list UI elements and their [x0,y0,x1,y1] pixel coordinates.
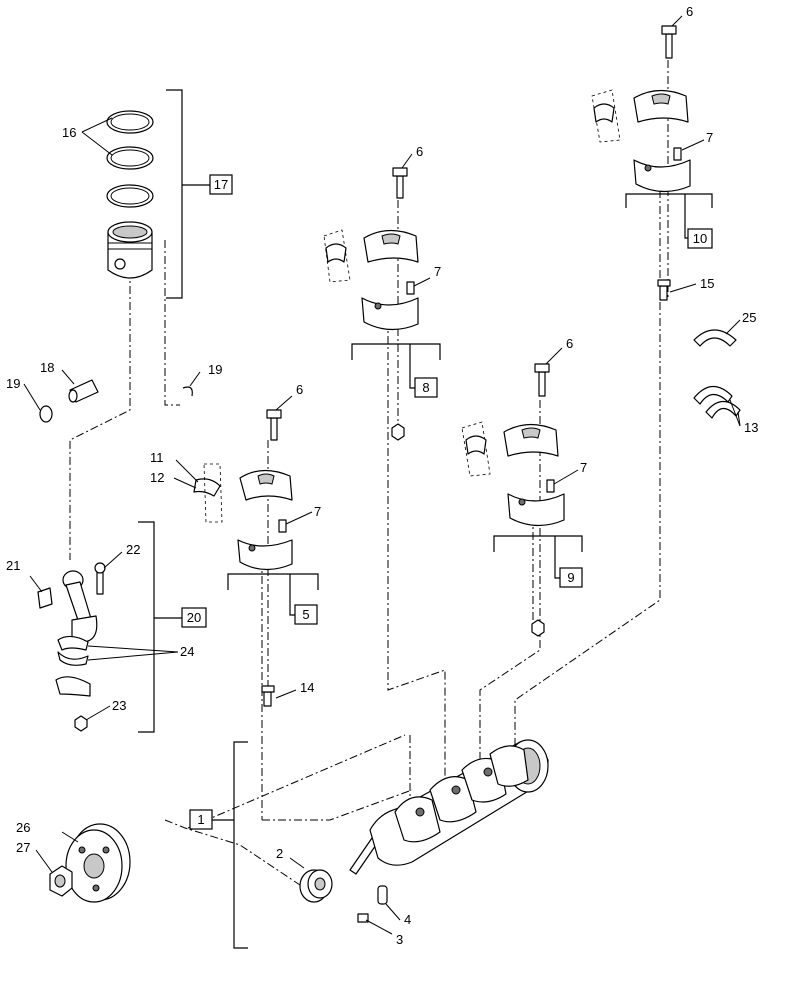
callout-15: 15 [700,276,714,291]
callout-6-d: 6 [566,336,573,351]
svg-text:9: 9 [567,570,574,585]
callout-26: 26 [16,820,30,835]
kit-callout-20: 20 [181,607,207,628]
part-number-callouts: 16 18 19 19 6 6 6 6 7 7 7 7 11 12 25 13 … [6,4,758,947]
callout-25: 25 [742,310,756,325]
kit-callout-8: 8 [414,377,438,398]
pin-retaining-clips [39,386,193,423]
callout-7-a: 7 [314,504,321,519]
connecting-rod [37,562,106,732]
callout-22: 22 [126,542,140,557]
callout-6-c: 6 [686,4,693,19]
dowel-pins [357,885,388,923]
piston-rings [106,110,154,208]
kit-callout-10: 10 [687,228,713,249]
callout-7-c: 7 [580,460,587,475]
crankshaft-gear [299,869,333,903]
kit-callout-9: 9 [559,567,583,588]
callout-24: 24 [180,644,194,659]
piston-pin [68,379,99,403]
callout-21: 21 [6,558,20,573]
piston [107,221,153,279]
callout-14: 14 [300,680,314,695]
callout-19-right: 19 [208,362,222,377]
callout-4: 4 [404,912,411,927]
crankshaft-pulley [65,823,131,903]
callout-7-b: 7 [434,264,441,279]
callout-12: 12 [150,470,164,485]
kit-callout-5: 5 [294,604,318,625]
svg-text:5: 5 [302,607,309,622]
svg-text:20: 20 [187,610,201,625]
leader-lines [23,15,741,935]
main-bearing-set-8 [323,167,419,441]
kit-callout-17: 17 [209,174,233,195]
crankshaft [349,739,549,875]
callout-7-d: 7 [706,130,713,145]
callout-13: 13 [744,420,758,435]
main-bearing-set-5 [193,409,293,707]
main-bearing-set-9 [461,363,565,637]
svg-text:17: 17 [214,177,228,192]
thrust-washers [693,329,741,419]
callout-6-b: 6 [416,144,423,159]
callout-6-a: 6 [296,382,303,397]
callout-19-left: 19 [6,376,20,391]
callout-11: 11 [150,450,164,465]
callout-27: 27 [16,840,30,855]
callout-3: 3 [396,932,403,947]
callout-18: 18 [40,360,54,375]
kit-brackets [138,89,713,949]
pulley-nut [49,865,73,897]
kit-callout-1: 1 [189,809,213,830]
callout-2: 2 [276,846,283,861]
callout-23: 23 [112,698,126,713]
main-bearing-set-10 [591,25,691,301]
svg-text:1: 1 [197,812,204,827]
svg-text:8: 8 [422,380,429,395]
callout-16: 16 [62,125,76,140]
svg-text:10: 10 [693,231,707,246]
